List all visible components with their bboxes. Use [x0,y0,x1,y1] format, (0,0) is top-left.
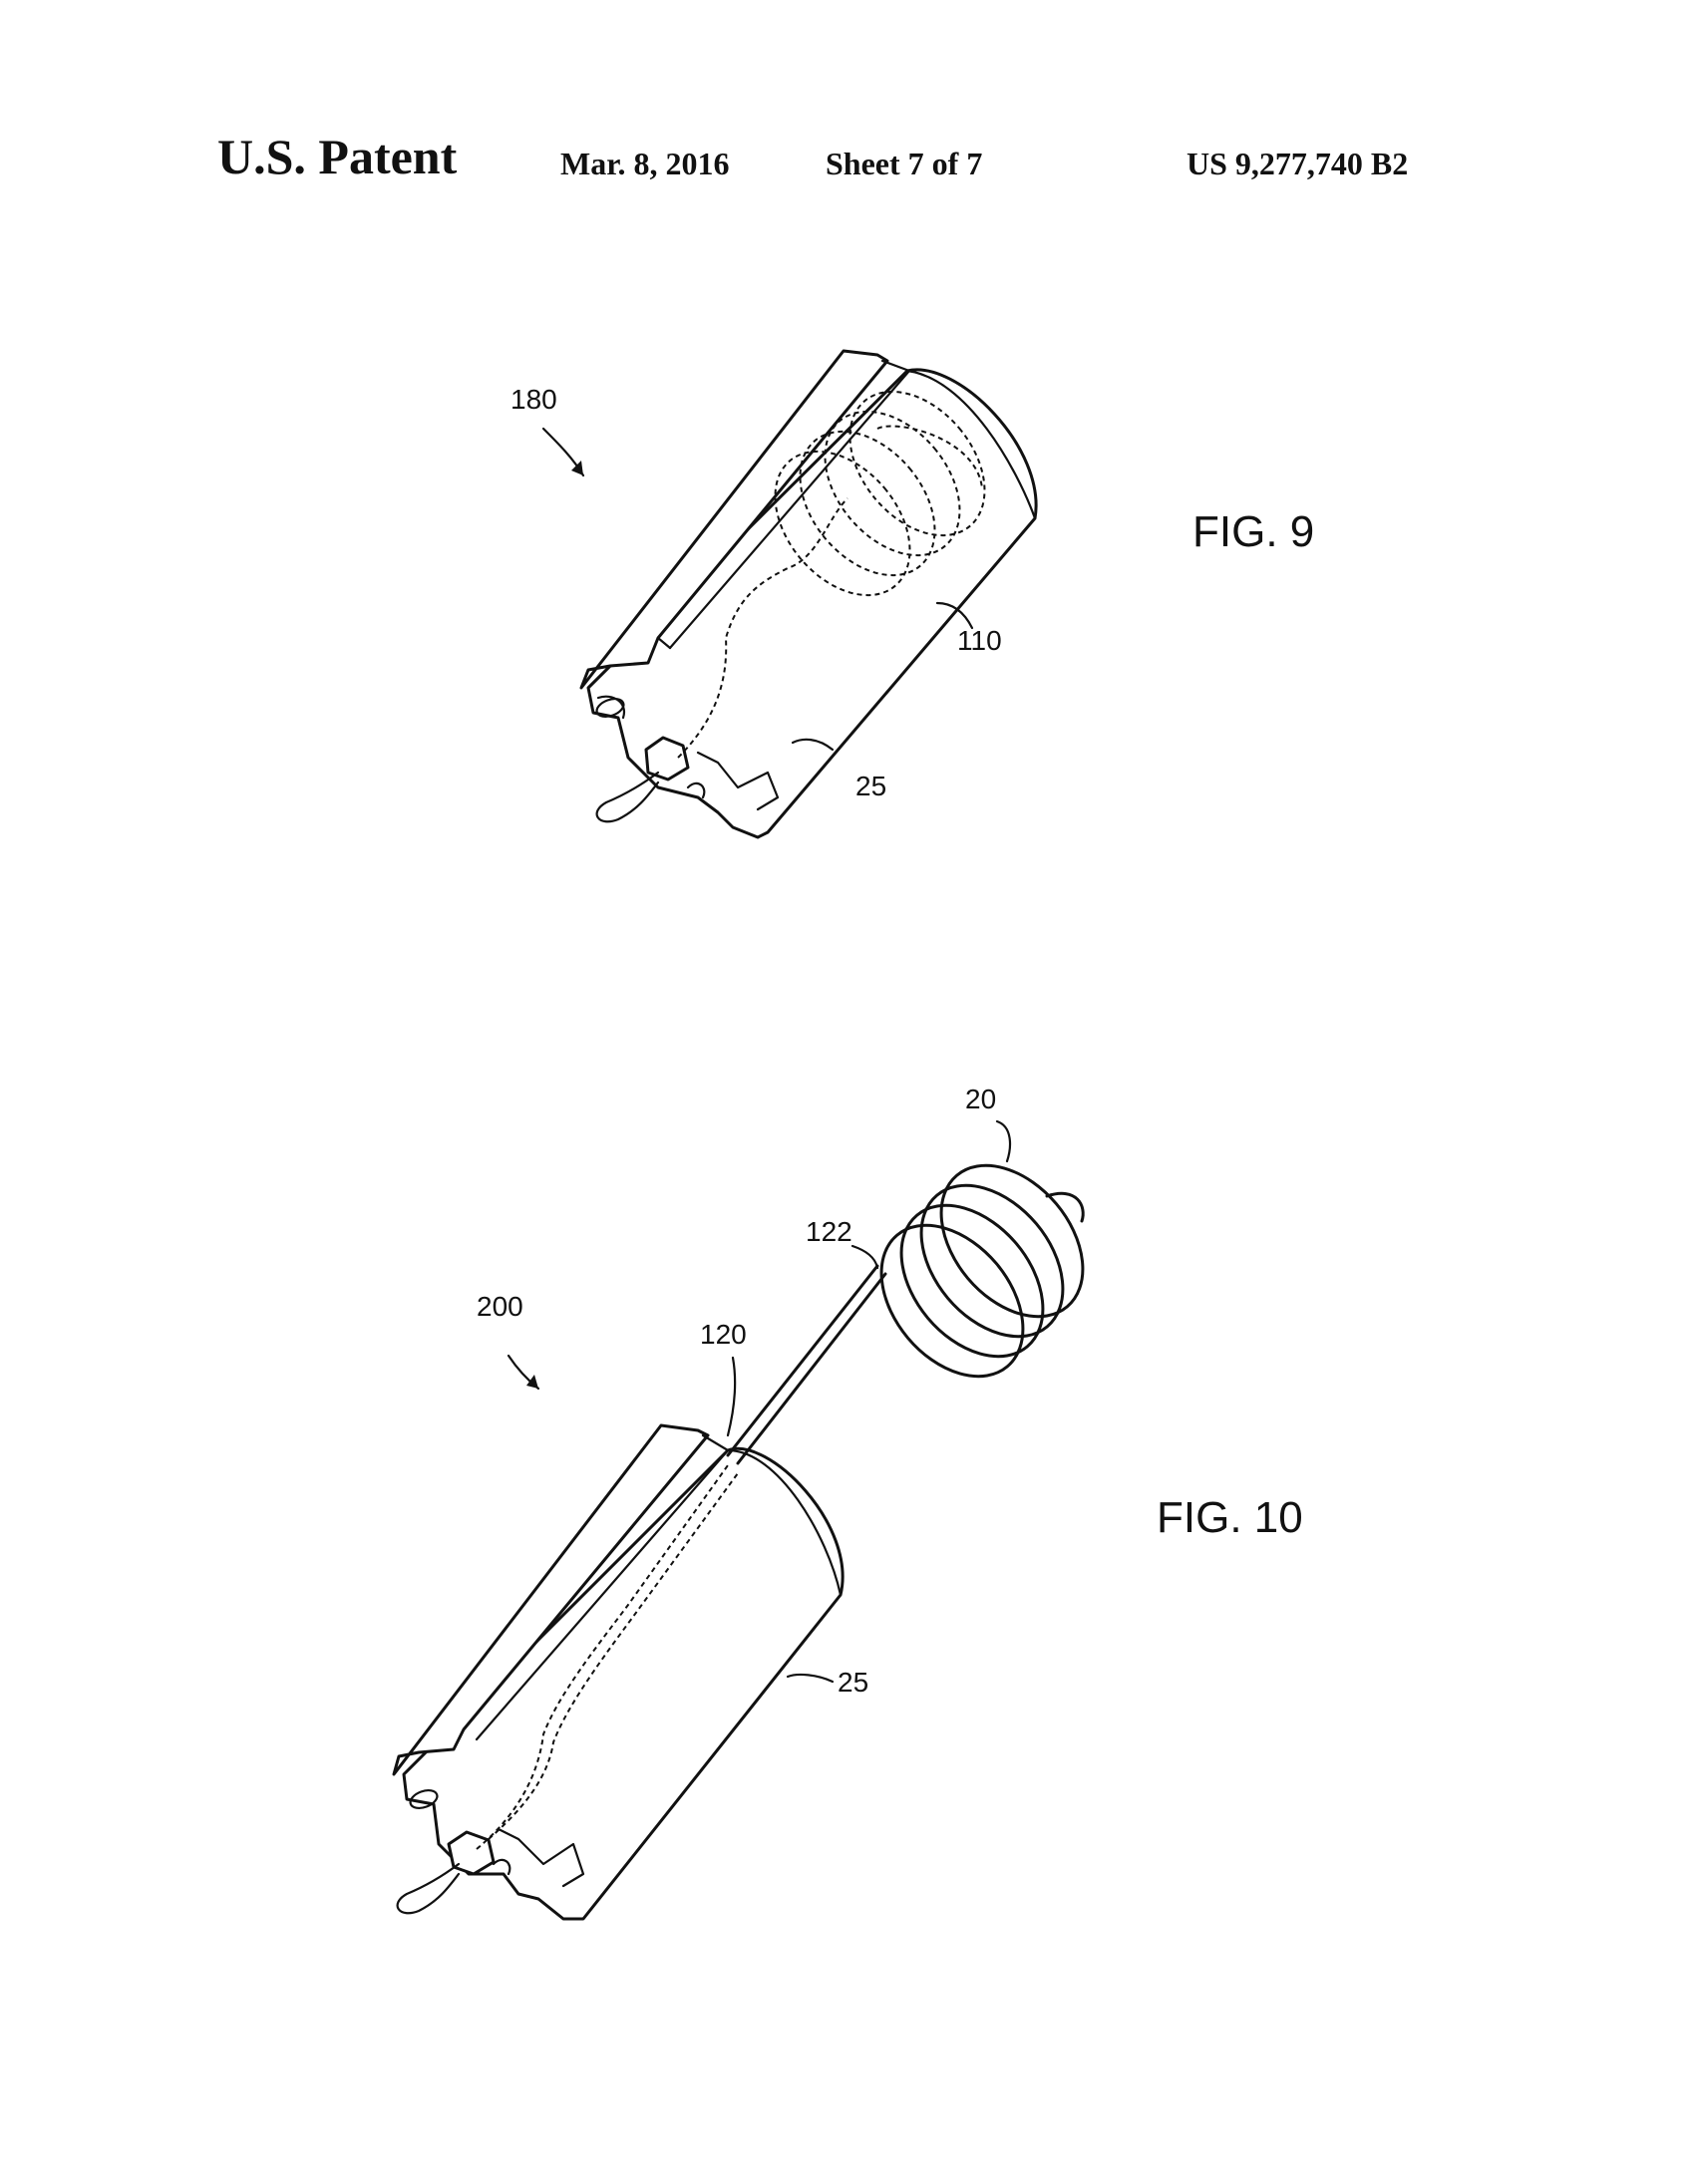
fig10-wire-120-edge [736,1272,887,1465]
fig10-top-flange [392,1423,710,1776]
fig10-helical-coil [879,1163,1085,1379]
fig10-ref-20: 20 [965,1084,996,1114]
fig10-leader-25 [786,1673,835,1684]
fig10-end-hole [409,1788,439,1810]
fig10-wire-120 [726,1264,879,1457]
fig9-end-hole [595,697,625,719]
fig9-ref-25: 25 [855,771,886,801]
fig10-ref-200: 200 [477,1291,523,1322]
fig10-leader-122 [850,1244,879,1270]
fig9-ref-180: 180 [510,384,557,415]
fig-9-drawing [541,349,1038,839]
fig9-rail-groove [668,359,911,650]
fig10-wire-eyelet [396,1862,461,1915]
fig9-leader-110 [935,601,974,630]
fig9-cylinder-end [905,369,1037,520]
fig10-arrow-200 [526,1375,538,1389]
fig10-caption: FIG. 10 [1157,1493,1303,1542]
fig9-caption: FIG. 9 [1192,507,1314,556]
fig9-leader-25 [791,738,835,752]
fig10-ref-25: 25 [838,1667,868,1698]
fig10-ref-122: 122 [806,1216,852,1247]
fig9-internal-coil [774,390,986,597]
fig9-wire-eyelet [595,771,660,823]
fig9-internal-wire [677,497,848,759]
patent-number: US 9,277,740 B2 [1186,146,1409,181]
fig10-internal-wire-2 [488,1472,739,1840]
fig10-leader-120 [726,1356,737,1437]
patent-date: Mar. 8, 2016 [560,146,730,181]
fig-10-drawing [392,1119,1085,1921]
fig10-internal-wire [476,1464,729,1850]
fig9-cylinder-body [586,368,1038,839]
fig10-leader-20 [995,1119,1012,1163]
fig10-end-notch [492,1827,585,1888]
fig9-clamp-block [644,736,690,781]
fig9-rail-edge [656,636,672,650]
fig10-ref-120: 120 [700,1319,747,1350]
patent-header-title: U.S. Patent [217,129,458,184]
fig9-ref-110: 110 [957,625,1002,656]
fig9-top-flange [579,349,889,690]
fig9-arrow-180 [571,461,583,475]
fig10-rail-groove [475,1433,730,1741]
sheet-number: Sheet 7 of 7 [826,146,983,181]
